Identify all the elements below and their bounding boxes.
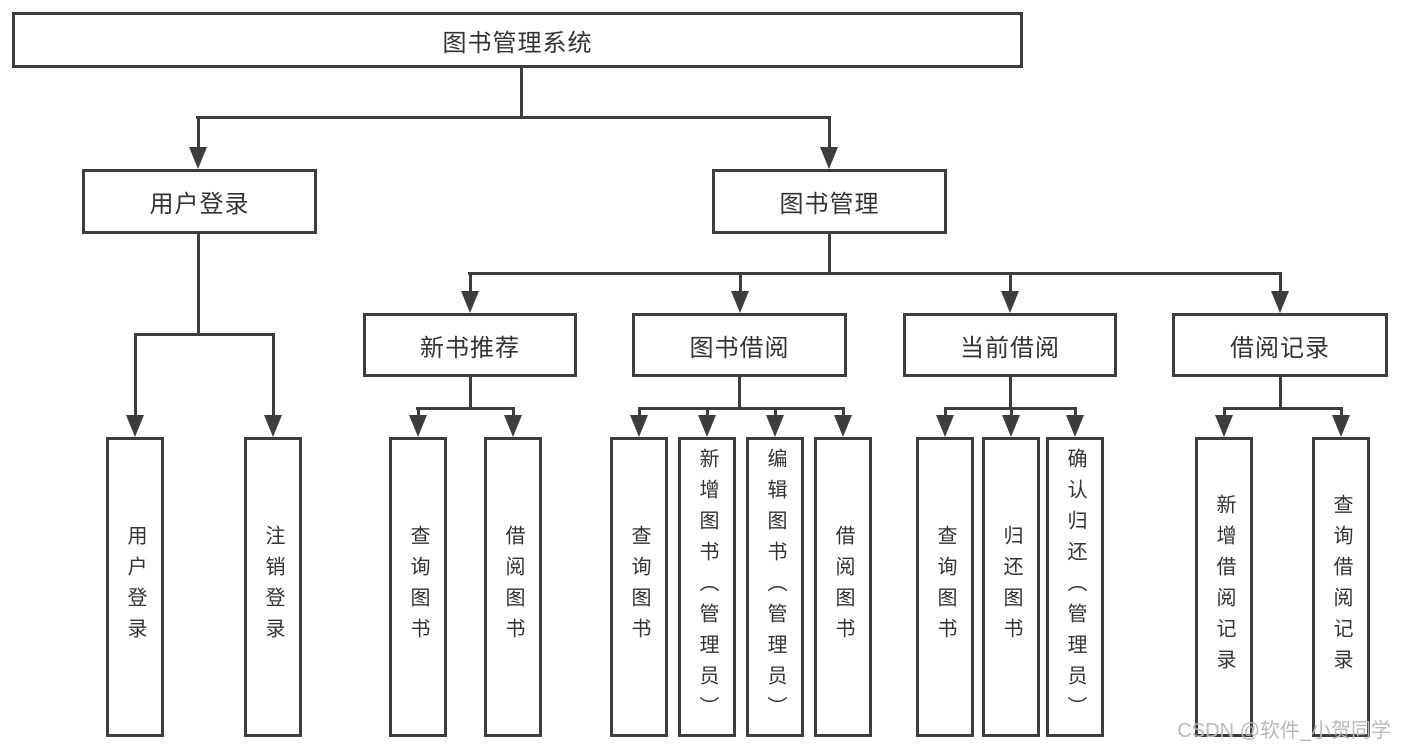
- node-borrow-record-label: 借阅记录: [1230, 334, 1330, 362]
- arrow-down-icon: [1271, 291, 1289, 313]
- arrow-down-icon: [264, 415, 282, 437]
- leaf-add-book-admin: 新增图书（管理员）: [678, 437, 736, 737]
- arrow-down-icon: [126, 415, 144, 437]
- arrow-down-icon: [409, 415, 427, 437]
- connector-line: [637, 407, 845, 410]
- node-current-borrow: 当前借阅: [903, 313, 1117, 377]
- leaf-query-books-borrow: 查询图书: [610, 437, 668, 737]
- node-book-mgmt: 图书管理: [712, 169, 947, 234]
- leaf-label: 查询图书: [628, 525, 650, 649]
- arrow-down-icon: [731, 291, 749, 313]
- connector-line: [1278, 377, 1282, 408]
- node-root: 图书管理系统: [12, 12, 1023, 68]
- connector-line: [196, 118, 200, 152]
- connector-line: [133, 335, 137, 417]
- node-current-borrow-label: 当前借阅: [960, 334, 1060, 362]
- arrow-down-icon: [1001, 291, 1019, 313]
- connector-line: [468, 377, 472, 408]
- leaf-borrow-books: 借阅图书: [814, 437, 872, 737]
- leaf-label: 注销登录: [262, 525, 284, 649]
- leaf-return-book: 归还图书: [982, 437, 1040, 737]
- node-book-borrow: 图书借阅: [632, 313, 847, 377]
- node-user-login-label: 用户登录: [149, 191, 250, 218]
- leaf-label: 用户登录: [124, 525, 146, 649]
- connector-line: [1278, 273, 1282, 293]
- arrow-down-icon: [461, 291, 479, 313]
- connector-line: [196, 116, 831, 119]
- leaf-query-books-recommend: 查询图书: [389, 437, 447, 737]
- leaf-borrow-books-recommend: 借阅图书: [484, 437, 542, 737]
- node-user-login: 用户登录: [82, 169, 317, 234]
- arrow-down-icon: [1215, 415, 1233, 437]
- node-borrow-record: 借阅记录: [1172, 313, 1388, 377]
- leaf-user-login: 用户登录: [106, 437, 164, 737]
- connector-line: [468, 272, 1282, 275]
- arrow-down-icon: [820, 147, 838, 169]
- leaf-label: 查询图书: [934, 525, 956, 649]
- connector-line: [520, 68, 523, 118]
- connector-line: [828, 234, 831, 273]
- node-book-mgmt-label: 图书管理: [779, 191, 880, 218]
- connector-line: [468, 273, 472, 293]
- leaf-add-borrow-record: 新增借阅记录: [1195, 437, 1253, 737]
- connector-line: [196, 234, 200, 334]
- connector-line: [1222, 407, 1343, 410]
- arrow-down-icon: [630, 415, 648, 437]
- connector-line: [827, 118, 831, 152]
- leaf-query-borrow-record: 查询借阅记录: [1312, 437, 1370, 737]
- arrow-down-icon: [1066, 415, 1084, 437]
- csdn-watermark: CSDN @软件_小贺同学: [1177, 720, 1391, 742]
- leaf-label: 查询图书: [407, 525, 429, 649]
- leaf-label: 编辑图书（管理员）: [764, 447, 786, 727]
- leaf-confirm-return-admin: 确认归还（管理员）: [1046, 437, 1104, 737]
- connector-line: [1008, 273, 1012, 293]
- arrow-down-icon: [936, 415, 954, 437]
- leaf-label: 归还图书: [1000, 525, 1022, 649]
- connector-line: [738, 377, 741, 408]
- leaf-label: 确认归还（管理员）: [1064, 447, 1086, 727]
- node-new-book-recommend-label: 新书推荐: [420, 334, 520, 362]
- arrow-down-icon: [189, 147, 207, 169]
- leaf-label: 新增图书（管理员）: [696, 447, 718, 727]
- node-book-borrow-label: 图书借阅: [689, 334, 790, 362]
- leaf-logout: 注销登录: [244, 437, 302, 737]
- arrow-down-icon: [834, 415, 852, 437]
- connector-line: [271, 335, 275, 417]
- arrow-down-icon: [504, 415, 522, 437]
- leaf-label: 查询借阅记录: [1330, 494, 1352, 680]
- node-new-book-recommend: 新书推荐: [363, 313, 577, 377]
- connector-line: [133, 333, 275, 336]
- arrow-down-icon: [1332, 415, 1350, 437]
- leaf-edit-book-admin: 编辑图书（管理员）: [746, 437, 804, 737]
- leaf-label: 新增借阅记录: [1213, 494, 1235, 680]
- arrow-down-icon: [1002, 415, 1020, 437]
- arrow-down-icon: [698, 415, 716, 437]
- leaf-query-books-current: 查询图书: [916, 437, 974, 737]
- node-root-label: 图书管理系统: [442, 29, 593, 57]
- leaf-label: 借阅图书: [502, 525, 524, 649]
- connector-line: [738, 273, 742, 293]
- connector-line: [416, 407, 515, 410]
- connector-line: [1008, 377, 1012, 408]
- leaf-label: 借阅图书: [832, 525, 854, 649]
- arrow-down-icon: [766, 415, 784, 437]
